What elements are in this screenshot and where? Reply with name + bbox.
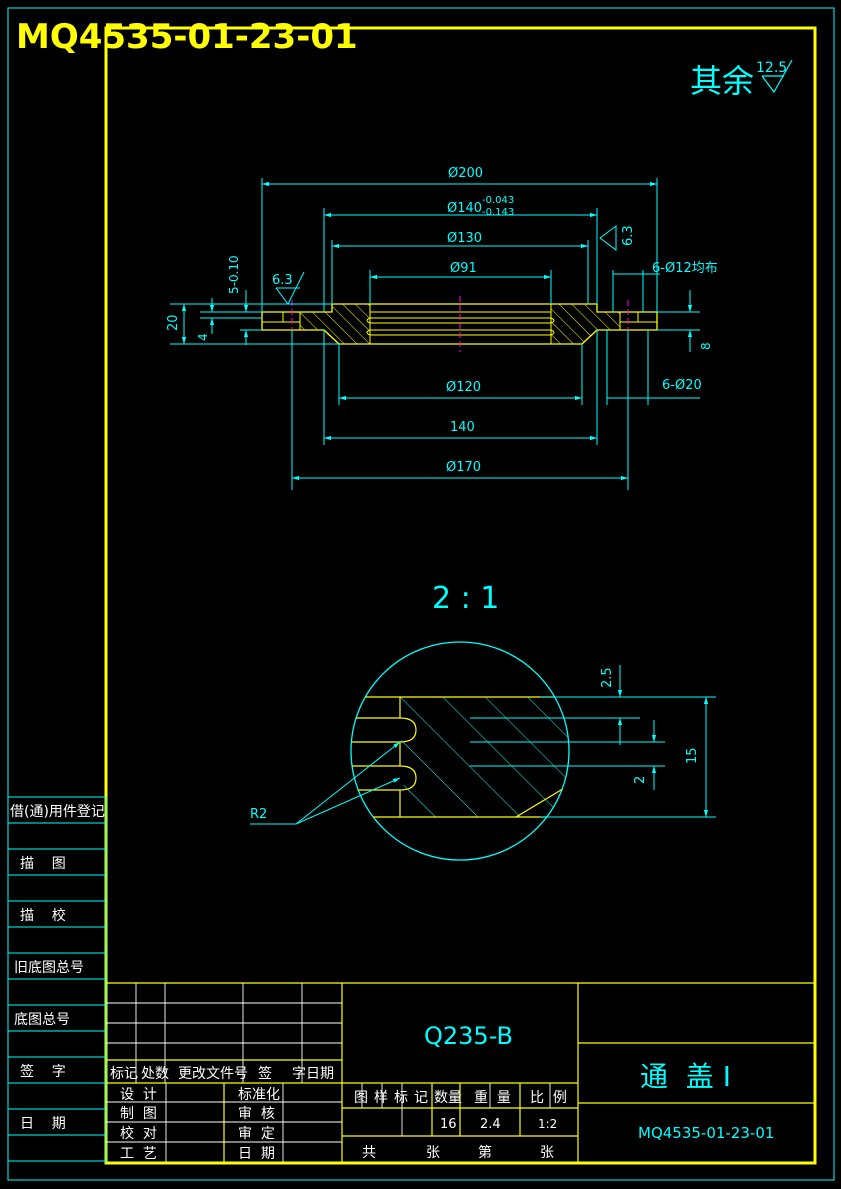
roughness-value: 12.5 [756,60,787,76]
info-header-ratio: 比 例 [530,1090,567,1106]
side-row-label: 描 图 [20,856,66,872]
sheet-nth-label: 第 [478,1144,492,1161]
drawing-number-stamp: MQ4535-01-23-01 [16,17,358,57]
side-row-label: 签 字 [20,1063,66,1080]
side-table: 借(通)用件登记 描 图 描 校 旧底图总号 底图总号 签 字 日 期 [8,796,107,1163]
material-label: Q235-B [424,1022,513,1050]
info-quantity: 16 [440,1117,457,1132]
role-right: 日 期 [238,1146,275,1162]
info-weight: 2.4 [480,1117,501,1132]
rev-header-date: 字日期 [292,1066,334,1082]
main-section-view: Ø200 Ø140 -0.043 -0.143 Ø130 Ø91 Ø120 14… [166,166,718,490]
dim-h4: 4 [196,333,210,341]
role-left: 校 对 [120,1125,157,1142]
side-row-label: 描 校 [20,907,66,924]
roughness-6-3-right: 6.3 [621,225,636,246]
dim-tol-upper: -0.043 [482,195,514,206]
dim-2-5: 2.5 [600,667,615,688]
roughness-note: 其余 12.5 [690,59,793,100]
dim-d200: Ø200 [448,166,483,181]
info-header-sample: 图样标记 [354,1090,434,1106]
role-left: 制 图 [120,1106,157,1122]
dim-d140: Ø140 [447,201,482,216]
rev-header-change-doc: 更改文件号 [178,1066,248,1082]
dim-15: 15 [685,747,700,764]
section-hatch [550,303,621,345]
detail-scale-label: 2 : 1 [432,581,499,616]
role-left: 设 计 [120,1087,157,1103]
info-ratio: 1:2 [538,1117,557,1131]
sheet-sheets-label: 张 [540,1145,554,1161]
detail-view: 2.5 2 15 R2 [250,641,716,861]
sheet-sheets-label: 张 [426,1145,440,1161]
dim-holes-20: 6-Ø20 [662,378,702,393]
part-name: 通 盖 I [640,1060,731,1093]
title-block: Q235-B 通 盖 I MQ4535-01-23-01 标记 处数 更改文件号… [106,982,815,1163]
roughness-symbol-icon [761,59,793,94]
roughness-symbol-icon [599,225,617,251]
dim-tol-lower: -0.143 [482,207,514,218]
side-row-label: 底图总号 [14,1012,70,1028]
side-row-label: 日 期 [20,1116,66,1132]
role-right: 审 核 [238,1106,275,1122]
dim-2: 2 [633,776,648,784]
centerlines [291,296,629,352]
rev-header-count: 处数 [141,1066,169,1082]
outer-border [7,7,835,1181]
dim-d120: Ø120 [446,380,481,395]
roughness-6-3-left: 6.3 [272,273,293,288]
dim-h8: 8 [699,342,713,350]
dim-d170: Ø170 [446,460,481,475]
role-left: 工 艺 [120,1146,157,1162]
info-header-weight: 重 量 [474,1090,511,1106]
dim-d130: Ø130 [447,231,482,246]
title-drawing-number: MQ4535-01-23-01 [638,1124,774,1142]
drawing-frame [104,26,817,1165]
bolt-holes [262,312,657,330]
role-right: 审 定 [238,1126,275,1142]
section-hatch [299,303,371,345]
dim-d91: Ø91 [450,261,477,276]
dim-h20: 20 [166,314,181,331]
roughness-label: 其余 [690,62,754,100]
roughness-symbol-icon [275,271,305,305]
dim-holes-12: 6-Ø12均布 [652,261,718,276]
side-row-label: 借(通)用件登记 [10,804,105,820]
info-header-quantity: 数量 [434,1090,462,1106]
dim-h5: 5-0.10 [227,255,241,294]
sheet-total-label: 共 [362,1145,376,1161]
rev-header-mark: 标记 [110,1066,138,1082]
side-row-label: 旧底图总号 [14,960,84,976]
dim-140: 140 [450,420,475,435]
dim-r2: R2 [250,807,267,822]
role-right: 标准化 [238,1087,280,1103]
rev-header-sign: 签 [258,1065,272,1082]
